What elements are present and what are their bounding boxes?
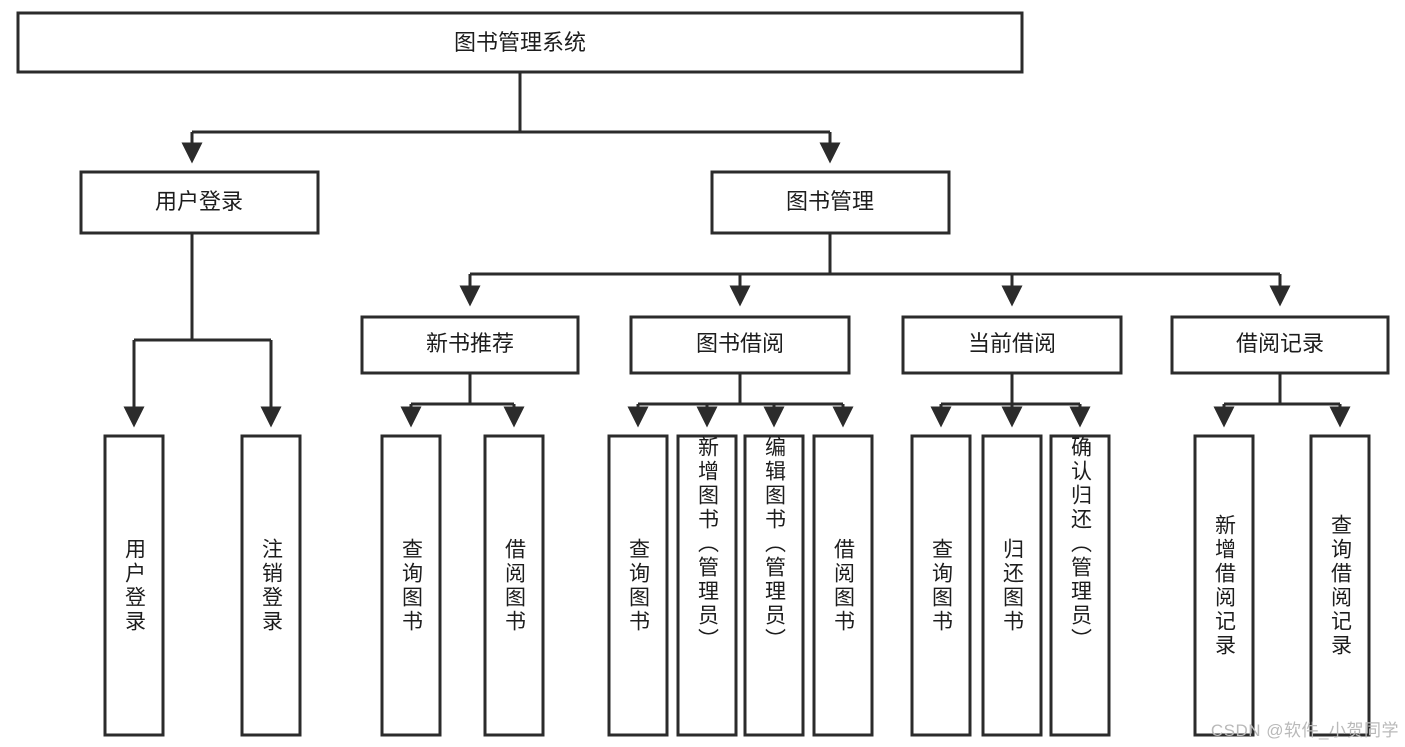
node-root[interactable]: 图书管理系统: [16, 11, 1024, 74]
leaf-group-current-borrow: [910, 434, 1111, 737]
leaf-box[interactable]: [483, 434, 545, 737]
node-current-borrow-label: 当前借阅: [968, 331, 1056, 356]
leaf-box[interactable]: [981, 434, 1043, 737]
leaf-box[interactable]: [103, 434, 165, 737]
leaf-box[interactable]: [910, 434, 972, 737]
leaf-box[interactable]: [743, 434, 805, 737]
node-new-book-recommend[interactable]: 新书推荐: [360, 315, 580, 375]
leaf-box[interactable]: [380, 434, 442, 737]
leaf-box[interactable]: [1049, 434, 1111, 737]
connector-group: [123, 72, 1351, 428]
node-book-borrow[interactable]: 图书借阅: [629, 315, 851, 375]
node-current-borrow[interactable]: 当前借阅: [901, 315, 1123, 375]
leaf-group-new-book-recommend: [380, 434, 545, 737]
leaf-box[interactable]: [1193, 434, 1255, 737]
leaf-box[interactable]: [240, 434, 302, 737]
leaf-group-user-login: [103, 434, 302, 737]
node-user-login-label: 用户登录: [155, 189, 243, 214]
leaf-box[interactable]: [1309, 434, 1371, 737]
node-user-login[interactable]: 用户登录: [79, 170, 320, 235]
leaf-box[interactable]: [676, 434, 738, 737]
watermark: CSDN @软件_小贺同学: [1210, 721, 1399, 740]
node-borrow-records[interactable]: 借阅记录: [1170, 315, 1390, 375]
node-book-borrow-label: 图书借阅: [696, 331, 784, 356]
leaf-group-book-borrow: [607, 434, 874, 737]
node-new-book-recommend-label: 新书推荐: [426, 331, 514, 356]
node-book-management-label: 图书管理: [786, 189, 874, 214]
node-root-label: 图书管理系统: [454, 30, 586, 55]
leaf-group-borrow-records: [1193, 434, 1371, 737]
leaf-box[interactable]: [607, 434, 669, 737]
node-book-management[interactable]: 图书管理: [710, 170, 951, 235]
node-borrow-records-label: 借阅记录: [1236, 331, 1324, 356]
leaf-box[interactable]: [812, 434, 874, 737]
